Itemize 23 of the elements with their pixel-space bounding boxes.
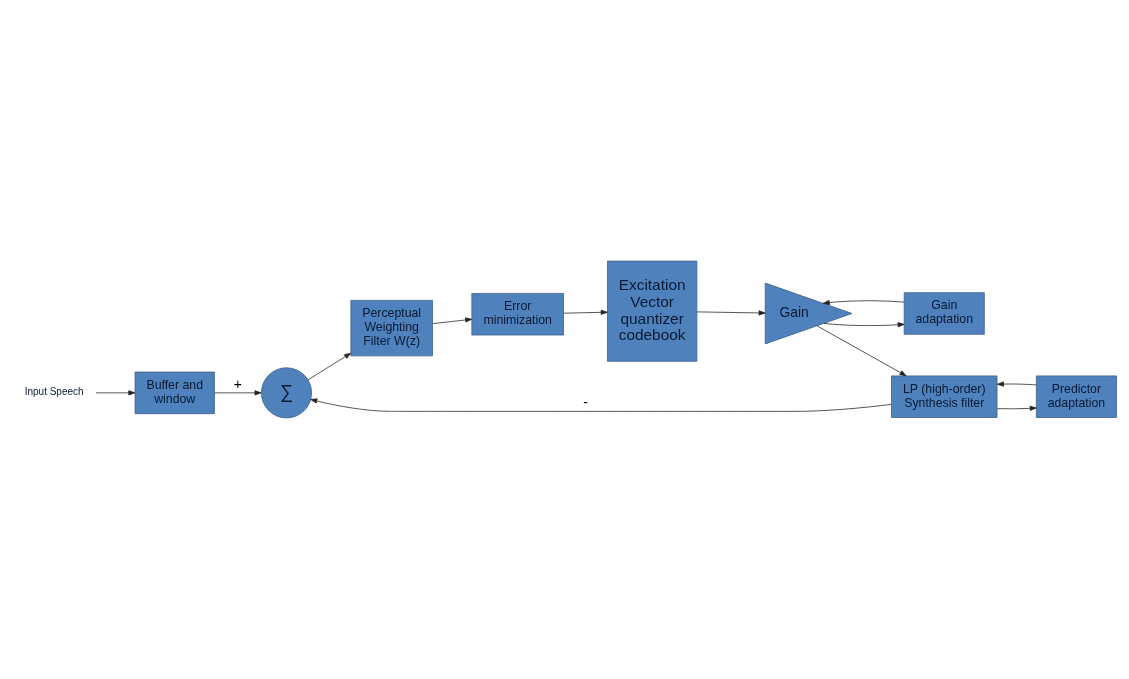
node-text: Input Speech <box>24 386 84 398</box>
node-box: Error minimization <box>471 293 564 336</box>
node-box: Buffer and window <box>134 371 215 415</box>
arrow <box>822 300 905 306</box>
node-circle: ∑ <box>261 367 312 419</box>
arrow <box>816 325 907 377</box>
edge-label: - <box>583 394 588 411</box>
node-box: Excitation Vector quantizer codebook <box>607 260 698 362</box>
arrow <box>997 405 1037 411</box>
arrow <box>997 381 1037 387</box>
arrow <box>214 390 262 396</box>
arrow <box>823 322 905 328</box>
node-box: Predictor adaptation <box>1035 375 1117 418</box>
arrow <box>563 309 608 315</box>
node-box: LP (high-order) Synthesis filter <box>891 375 998 418</box>
node-box: Perceptual Weighting Filter W(z) <box>350 300 433 357</box>
arrow <box>432 317 473 324</box>
arrow <box>696 310 766 316</box>
node-box: Gain adaptation <box>903 292 985 335</box>
arrow <box>95 390 136 396</box>
arrow <box>307 352 352 381</box>
arrow <box>310 398 892 412</box>
edge-label: + <box>233 375 242 392</box>
